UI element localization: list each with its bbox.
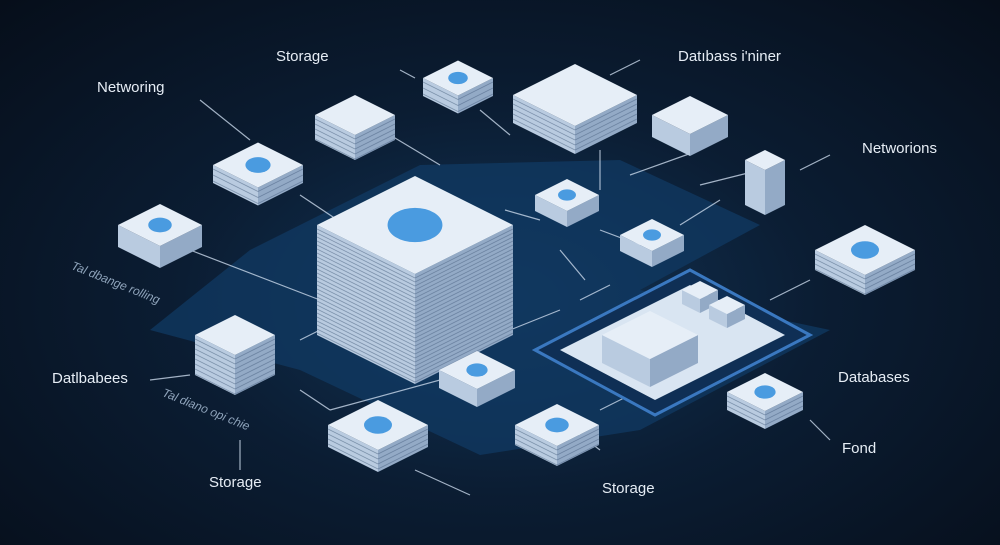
- connector-line: [389, 134, 441, 166]
- database-node-right[interactable]: [726, 373, 804, 429]
- storage-node-bottom[interactable]: [514, 404, 600, 466]
- shield-icon: [558, 189, 576, 201]
- platform-box-2[interactable]: [709, 296, 745, 328]
- platform-box-1[interactable]: [682, 281, 718, 313]
- label-storage-bottom: Storage: [602, 480, 655, 497]
- hand-icon: [387, 207, 443, 243]
- connector-line: [149, 374, 191, 381]
- connector-line: [399, 69, 416, 79]
- connector-line: [504, 209, 541, 221]
- label-fond: Fond: [842, 440, 877, 457]
- server-node-networking[interactable]: [212, 142, 304, 206]
- label-networking: Networing: [97, 79, 165, 96]
- label-storage-top: Storage: [276, 48, 329, 65]
- node-middle[interactable]: [535, 179, 599, 227]
- connector-line: [189, 249, 321, 301]
- shield-icon: [466, 363, 488, 377]
- connector-line: [479, 109, 511, 136]
- network-icon: [148, 217, 172, 233]
- cloud-icon: [245, 157, 271, 173]
- label-storage-bottom-left: Storage: [209, 474, 262, 491]
- connector-line: [579, 284, 611, 301]
- database-icon: [754, 385, 776, 399]
- storage-node-bottom-left[interactable]: [327, 400, 429, 472]
- label-databases-left: Datlbabees: [52, 370, 128, 387]
- connector-line: [799, 154, 831, 171]
- connector-line: [609, 59, 641, 76]
- platform-server[interactable]: [602, 311, 698, 387]
- connector-line: [199, 99, 251, 141]
- node-bottom-center[interactable]: [439, 351, 515, 407]
- label-databases-right: Databases: [838, 369, 910, 386]
- server-node-left[interactable]: [118, 204, 202, 268]
- connector-line: [809, 419, 831, 441]
- user-icon: [364, 416, 392, 434]
- cloud-icon: [448, 71, 468, 85]
- connector-line: [299, 389, 331, 411]
- tower-node[interactable]: [745, 150, 785, 215]
- network-node-right[interactable]: [652, 96, 728, 156]
- connector-line: [769, 279, 811, 301]
- storage-node-top[interactable]: [314, 95, 396, 160]
- database-node-left[interactable]: [194, 315, 276, 395]
- lock-icon: [545, 417, 569, 433]
- label-database-top: Datıbass i'niner: [678, 48, 781, 65]
- connector-line: [559, 249, 586, 281]
- connector-line: [509, 309, 561, 331]
- node-middle-2[interactable]: [620, 219, 684, 267]
- storage-node-right[interactable]: [814, 225, 916, 295]
- layers-icon: [643, 229, 661, 241]
- connector-line: [414, 469, 471, 496]
- label-networks-right: Networions: [862, 140, 938, 157]
- database-node-top[interactable]: [512, 64, 638, 154]
- chart-icon: [851, 241, 879, 259]
- connector-line: [329, 379, 441, 411]
- connector-line: [679, 199, 721, 226]
- central-hub[interactable]: [316, 176, 514, 384]
- server-node-top-small[interactable]: [422, 60, 494, 114]
